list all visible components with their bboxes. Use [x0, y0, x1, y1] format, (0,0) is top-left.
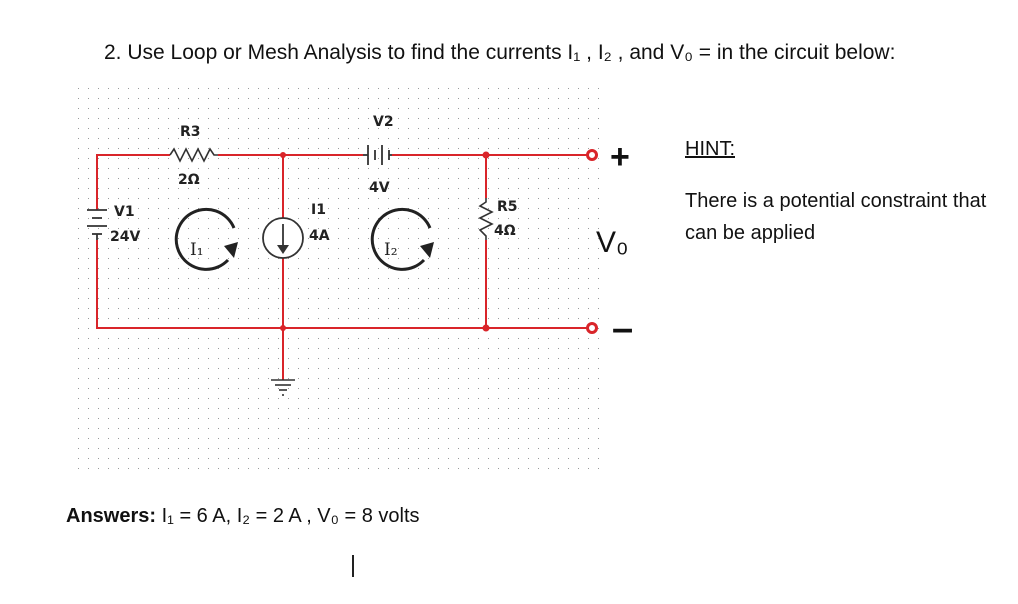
mesh-current-2	[370, 207, 434, 271]
v1-battery	[87, 209, 107, 240]
v1-name: V1	[114, 204, 135, 220]
mesh-current-2-label: I₂	[384, 240, 398, 260]
vo-label: V₀	[596, 226, 628, 259]
hint-text: There is a potential constraint that can…	[685, 190, 987, 244]
v1-value: 24V	[110, 229, 140, 245]
schematic-grid	[78, 88, 599, 469]
text-cursor	[352, 555, 354, 577]
i1-name: I1	[311, 202, 326, 218]
r3-name: R3	[180, 124, 201, 140]
answers-line: Answers: I₁ = 6 A, I₂ = 2 A , V₀ = 8 vol…	[66, 505, 420, 528]
v2-battery	[363, 145, 392, 165]
r3-resistor	[169, 147, 218, 163]
mesh-current-1-label: I₁	[190, 240, 204, 260]
junction-dot	[280, 325, 286, 331]
junction-dot	[280, 152, 286, 158]
v2-name: V2	[373, 114, 394, 130]
r3-value: 2Ω	[178, 172, 200, 188]
i1-current-source	[262, 217, 304, 259]
output-terminal-bottom	[586, 322, 598, 334]
hint-title: HINT:	[685, 138, 735, 160]
r5-name: R5	[497, 199, 518, 215]
output-terminal-top	[586, 149, 598, 161]
i1-value: 4A	[309, 228, 330, 244]
minus-sign: –	[612, 308, 633, 350]
ground-symbol	[271, 379, 295, 396]
r5-resistor	[478, 198, 494, 240]
answers-values: I₁ = 6 A, I₂ = 2 A , V₀ = 8 volts	[156, 505, 420, 527]
plus-sign: +	[610, 138, 630, 176]
junction-dot	[482, 151, 490, 159]
mesh-current-1	[174, 207, 238, 271]
r5-value: 4Ω	[494, 223, 516, 239]
junction-dot	[482, 324, 490, 332]
answers-label: Answers:	[66, 505, 157, 527]
wires	[96, 154, 590, 380]
question-text: 2. Use Loop or Mesh Analysis to find the…	[104, 41, 896, 64]
v2-value: 4V	[369, 180, 390, 196]
